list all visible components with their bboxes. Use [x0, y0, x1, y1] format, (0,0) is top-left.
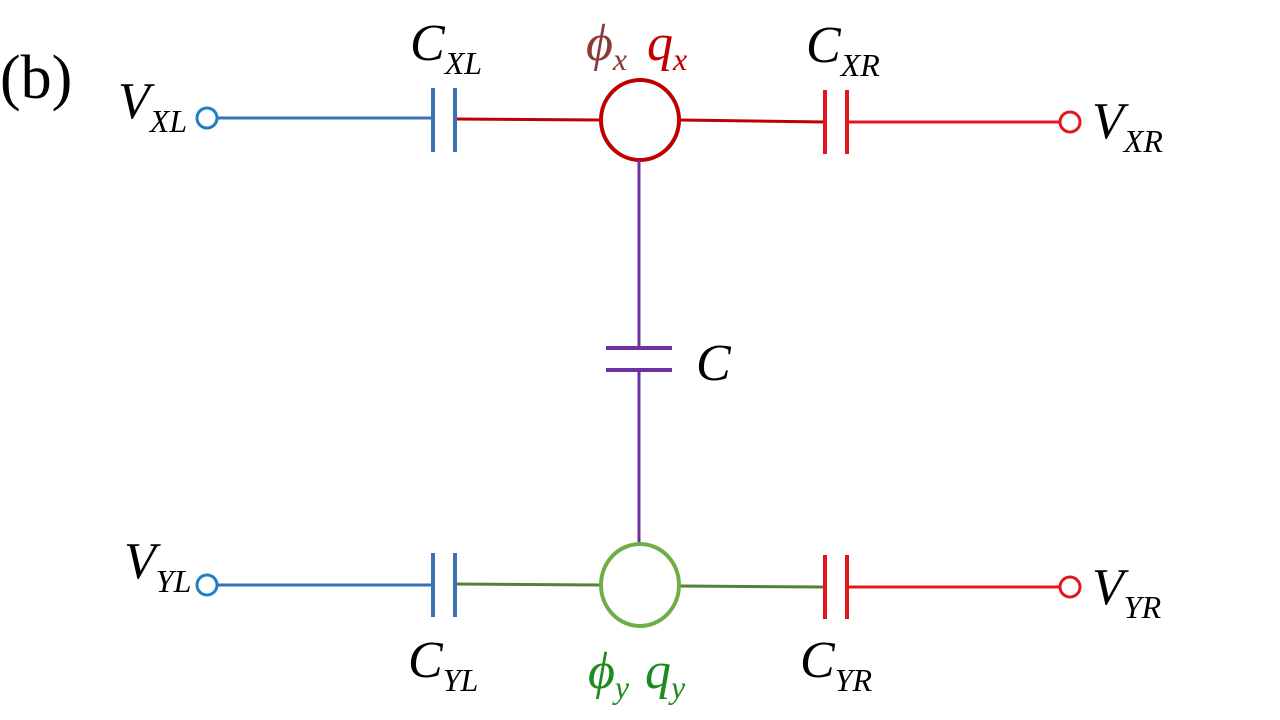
- label-phi-y: ϕy: [588, 643, 630, 705]
- wire-node-x-to-cxr: [679, 118, 826, 124]
- wire-node-y-to-cyr: [679, 584, 826, 589]
- label-phi-x: ϕx: [586, 15, 627, 77]
- label-c-xr: CXR: [806, 17, 880, 83]
- label-c-yl: CYL: [408, 632, 478, 698]
- label-v-xr: VXR: [1092, 93, 1163, 159]
- wire-yl-plate-to-node: [454, 582, 601, 587]
- panel-label: (b): [0, 44, 72, 112]
- label-c-coupling: C: [696, 335, 732, 392]
- node-y-circle: [599, 542, 681, 628]
- label-v-yr: VYR: [1092, 559, 1162, 625]
- label-q-y: qy: [645, 643, 686, 705]
- label-q-x: qx: [647, 15, 687, 77]
- label-v-xl: VXL: [118, 73, 187, 139]
- label-c-yr: CYR: [800, 632, 872, 698]
- label-c-xl: CXL: [410, 15, 482, 81]
- terminal-xl-circle: [195, 106, 219, 130]
- terminal-xr-circle: [1058, 110, 1082, 134]
- terminal-yl-circle: [195, 573, 219, 597]
- terminal-yr-circle: [1058, 575, 1082, 599]
- wire-xl-plate-to-node: [454, 117, 601, 122]
- label-v-yl: VYL: [124, 533, 191, 599]
- node-x-circle: [599, 78, 681, 162]
